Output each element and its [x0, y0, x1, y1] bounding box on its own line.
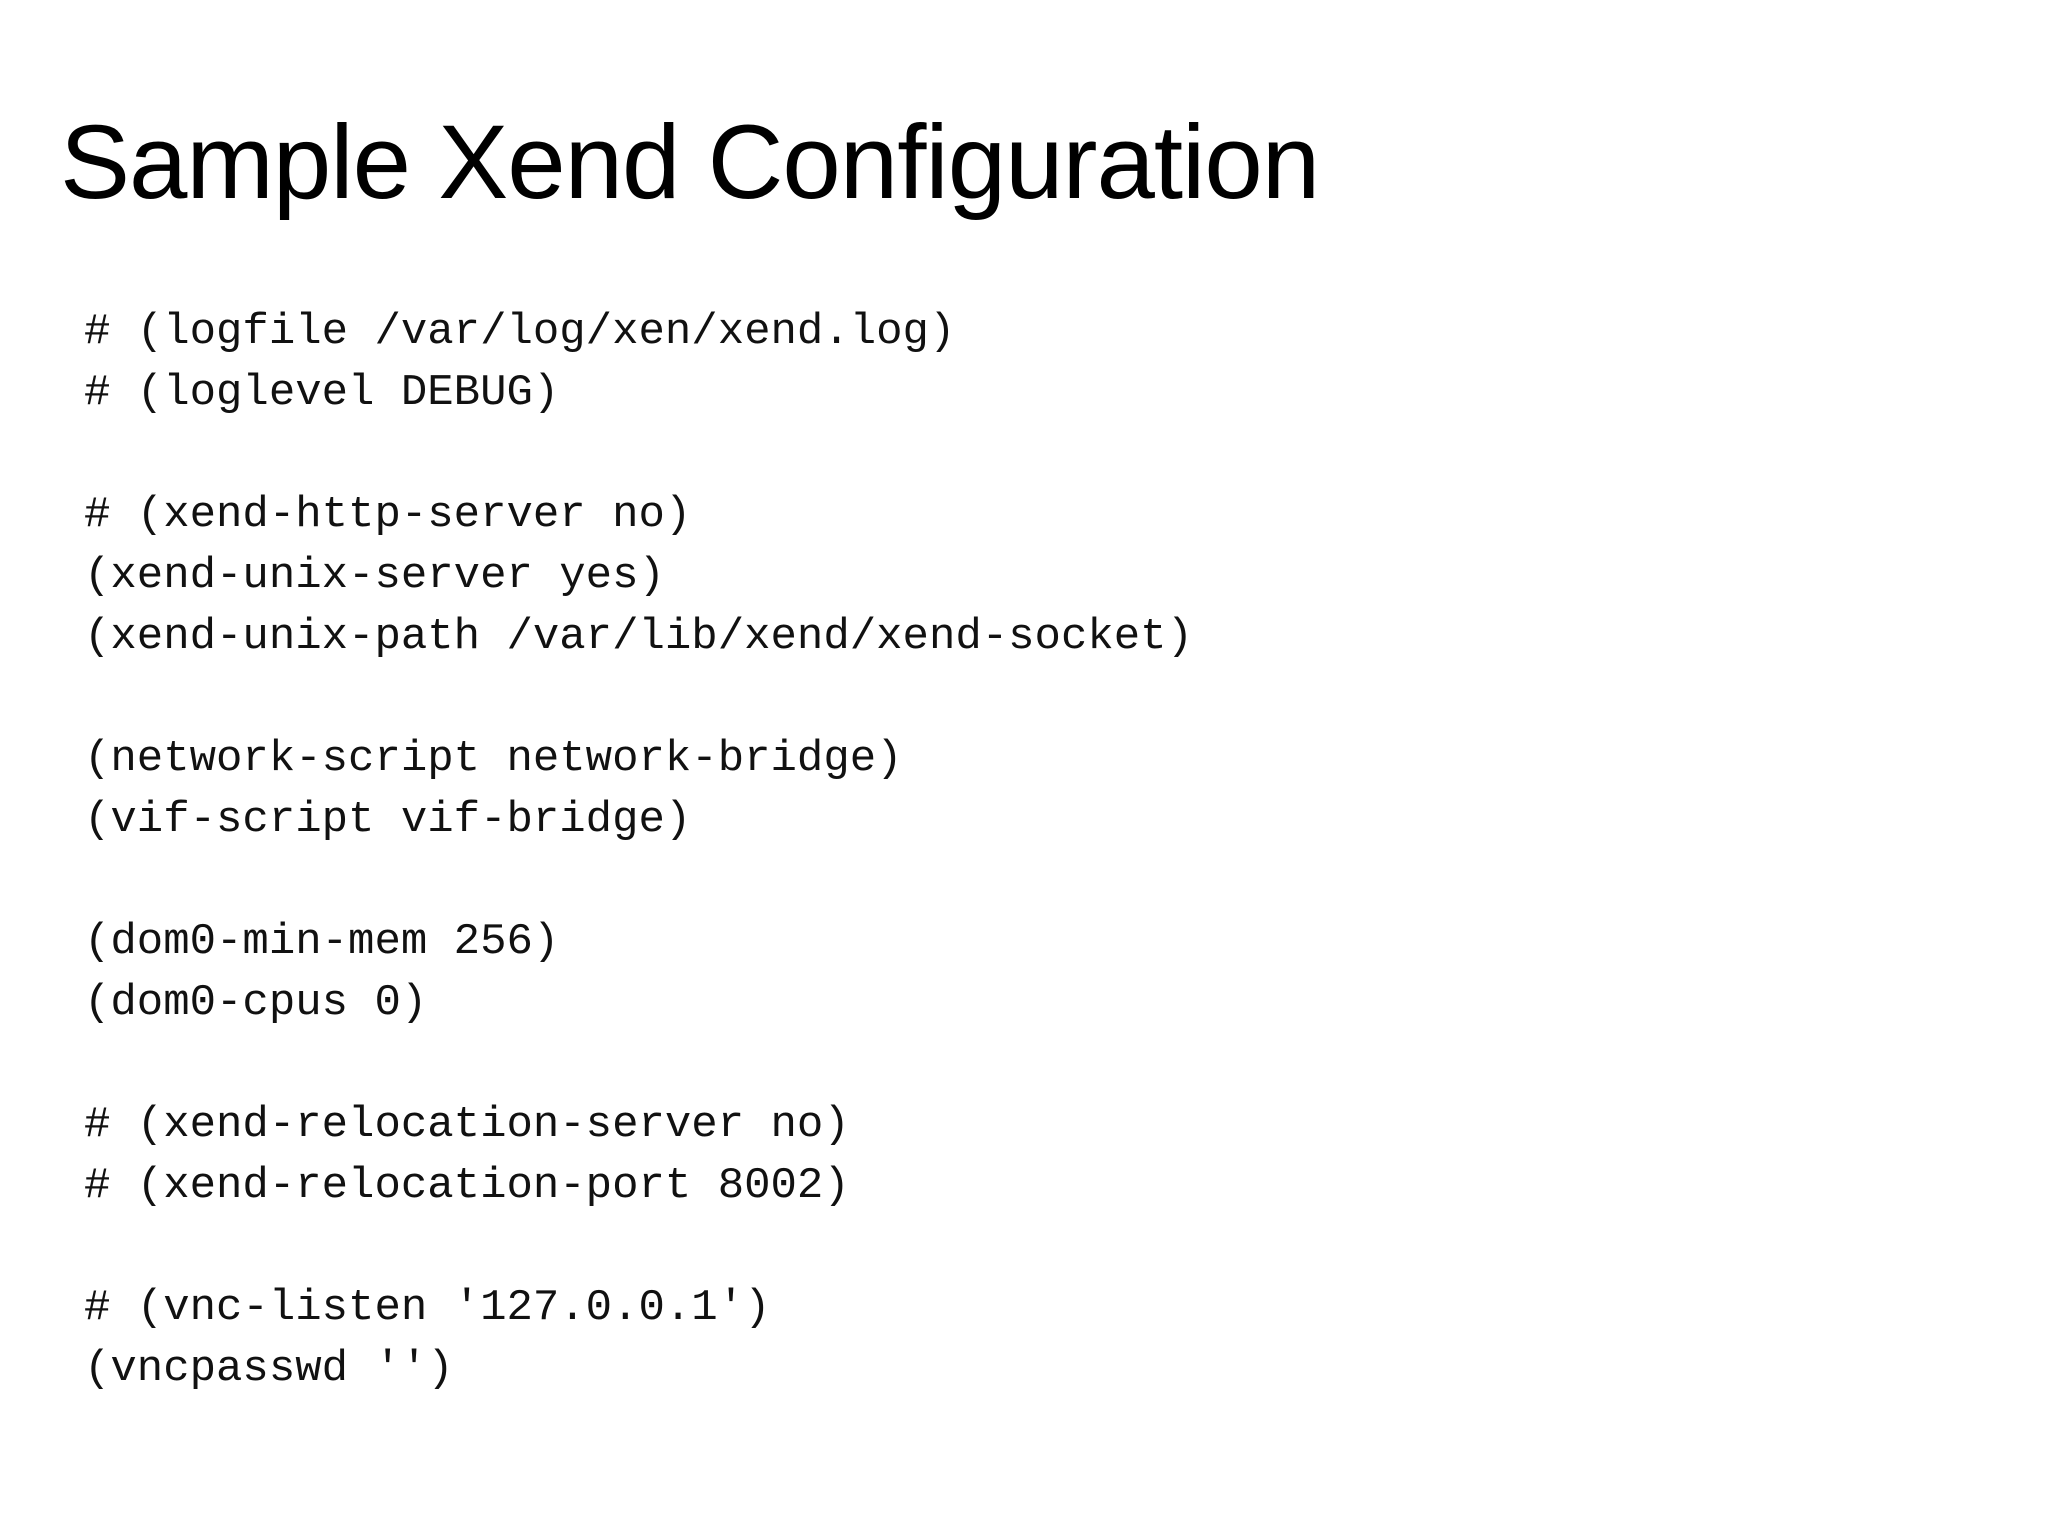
code-line: (xend-unix-server yes) [84, 551, 665, 601]
code-line: (dom0-min-mem 256) [84, 917, 560, 967]
page-title: Sample Xend Configuration [60, 104, 1320, 222]
code-line-blank [84, 668, 1984, 729]
code-line: # (vnc-listen '127.0.0.1') [84, 1283, 771, 1333]
code-line-blank [84, 1217, 1984, 1278]
code-line: (vncpasswd '') [84, 1344, 454, 1394]
code-line: # (xend-http-server no) [84, 490, 692, 540]
code-line: # (logfile /var/log/xen/xend.log) [84, 307, 956, 357]
code-line: (network-script network-bridge) [84, 734, 903, 784]
config-code-block: # (logfile /var/log/xen/xend.log) # (logl… [84, 302, 1984, 1400]
code-body: # (logfile /var/log/xen/xend.log) # (logl… [84, 258, 1984, 1444]
code-line: # (xend-relocation-port 8002) [84, 1161, 850, 1211]
code-line: (dom0-cpus 0) [84, 978, 428, 1028]
code-line: (vif-script vif-bridge) [84, 795, 692, 845]
code-line-blank [84, 851, 1984, 912]
code-line-blank [84, 424, 1984, 485]
code-line-blank [84, 1034, 1984, 1095]
code-line: # (xend-relocation-server no) [84, 1100, 850, 1150]
code-line: # (loglevel DEBUG) [84, 368, 560, 418]
code-line: (xend-unix-path /var/lib/xend/xend-socke… [84, 612, 1193, 662]
